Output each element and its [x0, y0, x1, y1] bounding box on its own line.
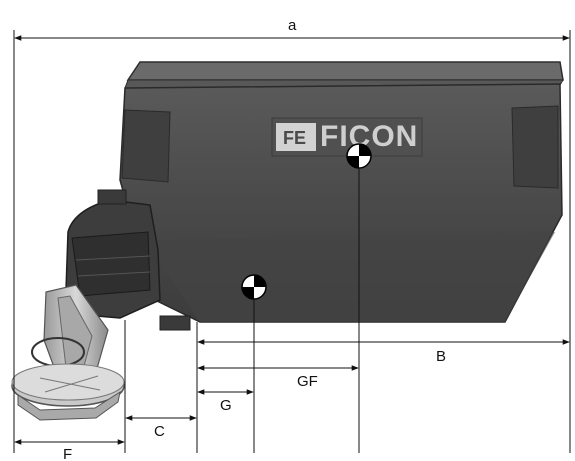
dimension-f-label: F: [63, 446, 72, 461]
hopper-illustration: FE FICON: [11, 61, 564, 421]
center-of-gravity-full-marker: [346, 143, 372, 169]
center-of-gravity-empty-marker: [241, 274, 267, 300]
dimension-g-label: G: [220, 397, 232, 414]
svg-text:FE: FE: [283, 128, 306, 148]
dimension-a-label: a: [288, 17, 297, 34]
brand-logo-mark: FE: [276, 123, 316, 151]
dimension-lines: [13, 30, 571, 453]
hopper-lid: [126, 61, 564, 81]
brand-name: FICON: [320, 120, 418, 153]
dimension-c-label: C: [154, 423, 165, 440]
dimension-b-label: B: [436, 348, 446, 365]
dimension-gf-label: GF: [297, 373, 318, 390]
